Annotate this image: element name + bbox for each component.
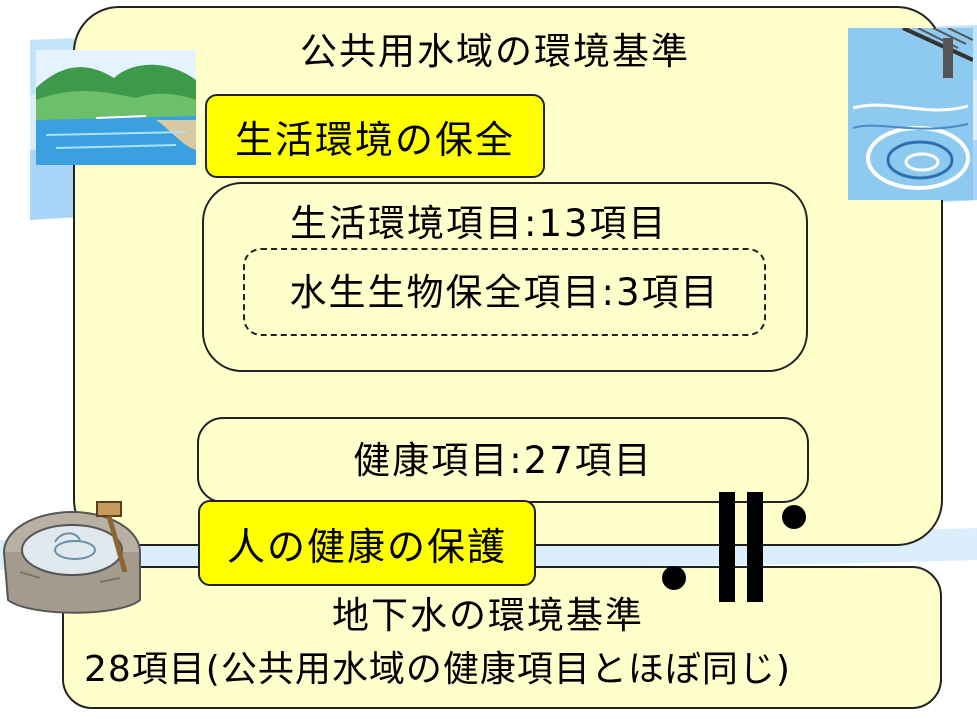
whirlpool-illustration-icon — [848, 28, 973, 200]
health-items: 健康項目:27項目 — [353, 438, 653, 482]
equivalence-bar-left — [719, 492, 735, 602]
public-water-title: 公共用水域の環境基準 — [300, 30, 690, 73]
groundwater-title: 地下水の環境基準 — [332, 594, 644, 637]
groundwater-standard-box — [62, 566, 942, 709]
aquatic-life-items: 水生生物保全項目:3項目 — [289, 270, 720, 314]
living-environment-items: 生活環境項目:13項目 — [290, 202, 668, 245]
groundwater-items: 28項目(公共用水域の健康項目とほぼ同じ) — [84, 649, 791, 690]
lake-illustration-icon — [36, 50, 196, 165]
health-items-box: 健康項目:27項目 — [197, 417, 809, 503]
living-environment-label: 生活環境の保全 — [205, 94, 545, 178]
equivalence-dot-lower — [662, 566, 686, 590]
stone-basin-illustration-icon — [3, 501, 141, 614]
living-environment-items-box — [202, 182, 808, 372]
equivalence-bar-right — [747, 492, 763, 602]
equivalence-dot-upper — [782, 505, 806, 529]
aquatic-life-items-box: 水生生物保全項目:3項目 — [243, 248, 766, 336]
human-health-label: 人の健康の保護 — [198, 500, 536, 586]
